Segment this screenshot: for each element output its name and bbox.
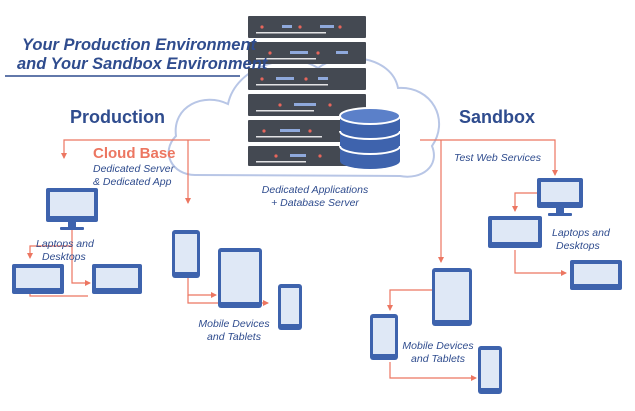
server-label-2: + Database Server [271,197,359,209]
tablet-icon [218,248,262,308]
production-mobile-label-1: Mobile Devices [198,318,270,330]
sandbox-laptops-label-2: Desktops [556,240,600,252]
sandbox-mobile-label-1: Mobile Devices [402,340,474,352]
server-rack-icon [248,16,366,166]
title-line-2: and Your Sandbox Environment [17,55,268,73]
title-line-1: Your Production Environment [22,36,257,54]
monitor-icon [12,264,64,294]
phone-icon [278,284,302,330]
tablet-icon [370,314,398,360]
test-web-services-label: Test Web Services [454,152,541,164]
monitor-icon [46,188,98,230]
cloud-base-detail-1: Dedicated Server [93,163,175,175]
sandbox-mobile-label-2: and Tablets [411,353,465,365]
connectors [27,139,567,381]
sandbox-heading: Sandbox [459,107,536,127]
production-mobile-label-2: and Tablets [207,331,261,343]
monitor-icon [488,216,542,248]
cloud-base-label: Cloud Base [93,145,176,162]
database-icon [339,107,401,169]
monitor-icon [537,178,583,216]
tablet-icon [172,230,200,278]
server-label-1: Dedicated Applications [261,184,369,196]
phone-icon [478,346,502,394]
monitor-icon [570,260,622,290]
production-laptops-label-1: Laptops and [36,238,94,250]
sandbox-laptops-label-1: Laptops and [552,227,610,239]
production-heading: Production [70,107,165,127]
tablet-icon [432,268,472,326]
cloud-base-detail-2: & Dedicated App [93,176,172,188]
production-laptops-label-2: Desktops [42,251,86,263]
monitor-icon [92,264,142,294]
